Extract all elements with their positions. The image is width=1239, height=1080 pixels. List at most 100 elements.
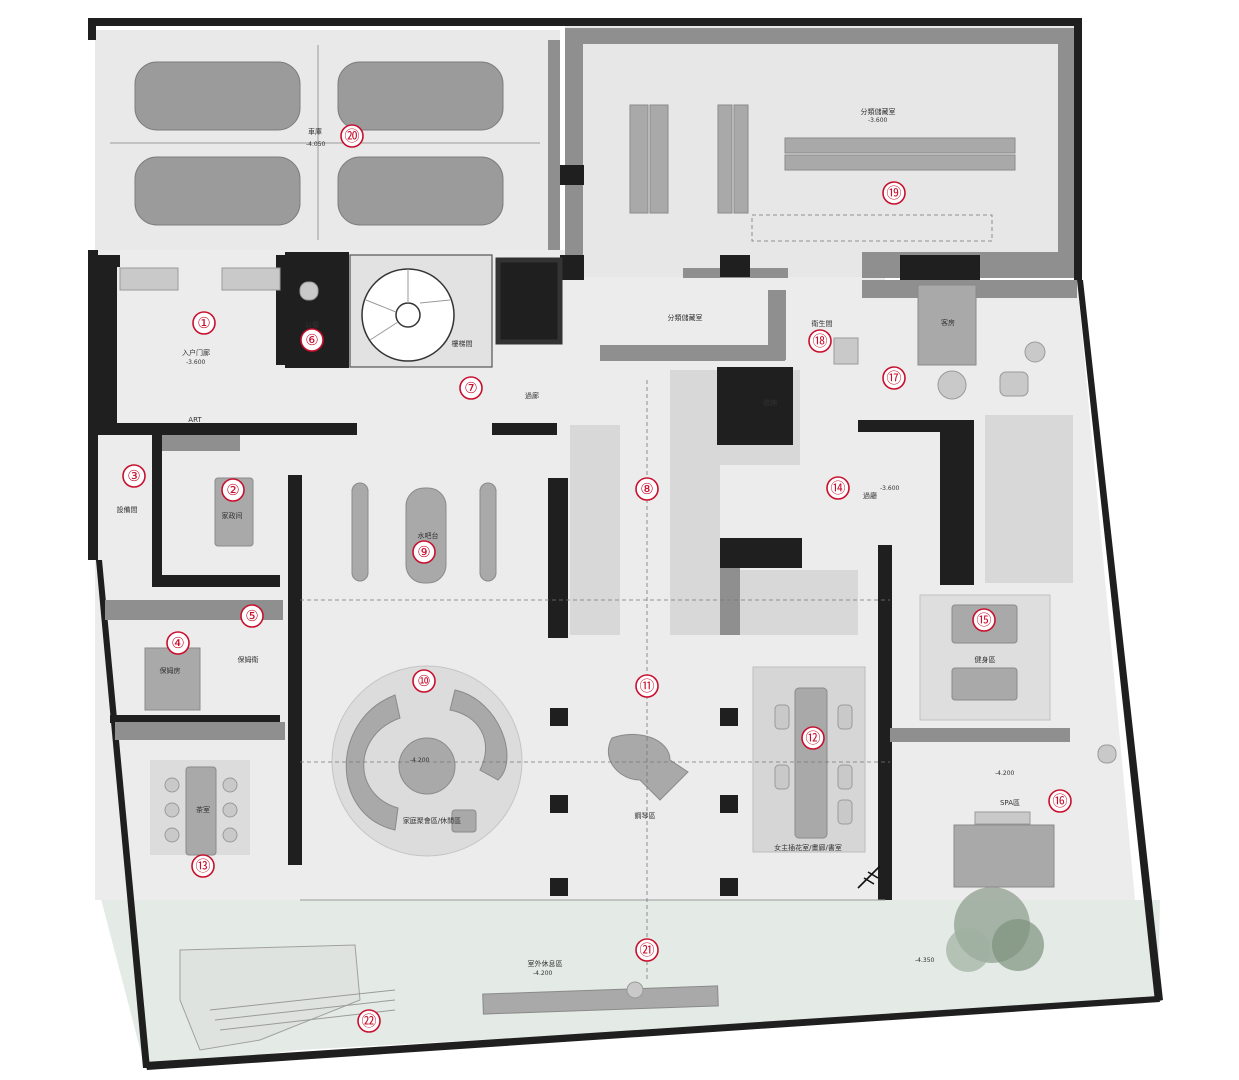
main-hall-left-wall [288,475,302,865]
storage-wall-left [565,28,583,276]
room-marker-15: ⑮ [972,608,996,632]
outer-wall-left-lower [96,560,150,1068]
gallery-table [794,687,828,839]
room-marker-22: ㉒ [357,1009,381,1033]
room-marker-3: ③ [122,464,146,488]
room-11-label: 鋼琴區 [635,811,656,820]
room-marker-12: ⑫ [801,726,825,750]
outer-wall-right [1077,280,1163,1002]
room-marker-1: ① [192,311,216,335]
room-3-label: 設備間 [117,505,138,514]
storage-corridor-label: 分類儲藏室 [668,313,703,322]
room-9-label: 水吧台 [418,531,439,540]
room-marker-20: ⑳ [340,124,364,148]
svg-text:⑩: ⑩ [417,672,430,690]
central-wall-side [720,568,740,635]
storage-wall-right [1058,28,1074,256]
room-marker-11: ⑪ [635,674,659,698]
svg-text:⑧: ⑧ [640,480,653,498]
outer-wall-left [88,250,98,560]
spa-wc [1097,744,1117,764]
column-3 [550,795,568,813]
room-marker-2: ② [221,478,245,502]
outer-wall-bottom [145,996,1160,1070]
svg-text:㉒: ㉒ [361,1012,376,1030]
svg-text:⑭: ⑭ [830,479,845,497]
svg-text:⑱: ⑱ [812,332,827,350]
svg-text:⑳: ⑳ [344,127,359,145]
closet-wall [717,367,793,445]
lounge-armchair [451,809,477,833]
closet-label: 收納 [763,398,777,407]
gym-equipment-2 [951,667,1018,701]
room-marker-14: ⑭ [826,476,850,500]
room-4-label: 保姆房 [160,666,181,675]
storage-pillar-1 [560,165,584,185]
room-21-level: -4.200 [533,970,553,977]
terrazzo-left [570,425,620,635]
storage-dashed-zone [751,214,993,242]
svg-text:⑬: ⑬ [195,857,210,875]
room-5-label: 保姆衛 [238,655,259,664]
room-12-label: 女主插花室/畫廊/書室 [774,843,842,852]
room-marker-18: ⑱ [808,329,832,353]
entry-window-left [119,267,179,291]
svg-text:⑲: ⑲ [886,184,901,202]
tearoom-top-wall [115,722,285,740]
spa-wall-top [890,728,1070,742]
tree-icon [946,887,1044,972]
column-1 [550,708,568,726]
storage-shelf-2 [649,104,669,214]
guest-bed [917,284,977,366]
entry-wall-top-left [95,255,120,267]
corridor-wall-right [492,423,557,435]
column-2 [720,708,738,726]
entry-window-right [221,267,281,291]
room-marker-17: ⑰ [882,366,906,390]
column-6 [720,878,738,896]
garage-divider-wall [548,40,560,250]
room-marker-21: ㉑ [635,938,659,962]
room-20-label: 車庫 [308,127,322,136]
svg-text:㉑: ㉑ [639,941,654,959]
storage-shelf-3 [717,104,733,214]
room-15-label: 健身區 [975,655,996,664]
outdoor-stool [626,981,644,999]
terrazzo-east [985,415,1073,583]
terrazzo-center [670,370,720,635]
bar-stool-left [351,482,369,582]
guest-armchair [999,371,1029,397]
elevator-shaft [495,257,563,345]
storage-wall-top [565,28,1070,44]
spa-pool [953,824,1055,888]
svg-text:⑥: ⑥ [305,331,318,349]
nanny-room-top [152,575,280,587]
room-marker-8: ⑧ [635,477,659,501]
room-marker-10: ⑩ [412,669,436,693]
svg-text:⑦: ⑦ [464,379,477,397]
art-label: ART [188,416,202,424]
svg-text:④: ④ [171,634,184,652]
room-13-label: 茶室 [196,805,210,814]
room-20-level: -4.050 [306,141,326,148]
north-arrow-icon [857,865,881,889]
room-14-level: -3.600 [880,485,900,492]
hall-east-wall [940,420,974,585]
room-marker-6: ⑥ [300,328,324,352]
svg-text:⑨: ⑨ [417,543,430,561]
column-5 [550,878,568,896]
svg-text:⑰: ⑰ [886,369,901,387]
room-19-label: 分類儲藏室 [861,107,896,116]
room-16-level: -4.200 [995,770,1015,777]
svg-text:①: ① [197,314,210,332]
room-2-label: 家政间 [222,511,243,520]
bathroom-tub [833,337,859,365]
guest-side-table [1024,341,1046,363]
svg-text:⑯: ⑯ [1052,792,1067,810]
storage-shelf-long-b [784,154,1016,171]
gallery-chairs [774,704,853,825]
room-marker-16: ⑯ [1048,789,1072,813]
svg-text:⑮: ⑮ [976,611,991,629]
utility-counter [162,435,240,451]
